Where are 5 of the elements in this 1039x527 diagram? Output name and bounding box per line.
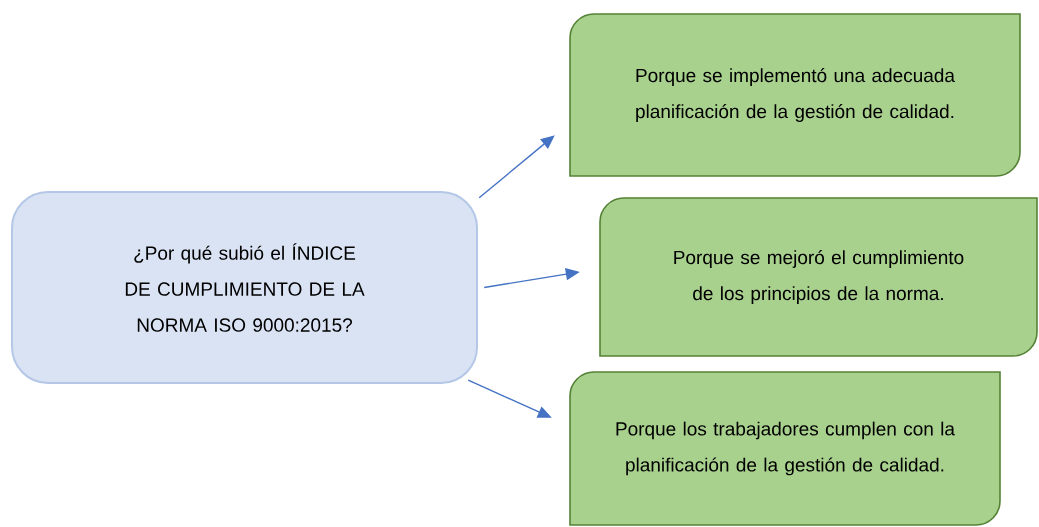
answer-box: Porque los trabajadores cumplen con la planificación de la gestión de calidad. bbox=[569, 371, 1001, 526]
answer-box: Porque se implementó una adecuada planificación de la gestión de calidad. bbox=[569, 13, 1021, 177]
arrow bbox=[478, 135, 555, 199]
question-box: ¿Por qué subió el ÍNDICE DE CUMPLIMIENTO DE LA NORMA ISO 9000:2015? bbox=[11, 191, 478, 384]
answer-box: Porque se mejoró el cumplimiento de los principios de la norma. bbox=[599, 197, 1038, 357]
